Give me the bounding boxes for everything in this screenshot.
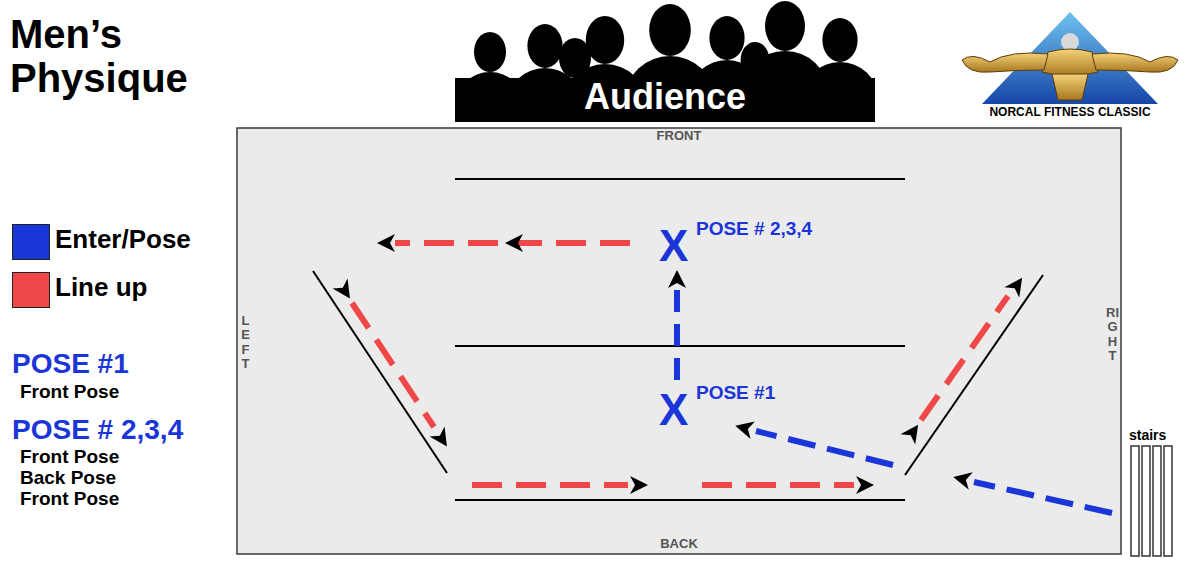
pose-heading: POSE # 2,3,4 — [12, 416, 183, 444]
pose-mark: X — [659, 224, 688, 268]
diagram-title: Men’s Physique — [10, 12, 240, 100]
stage-side-label: FRONT — [657, 129, 702, 144]
logo — [962, 12, 1178, 104]
pose-item: Front Pose — [20, 381, 119, 403]
lineup-path — [352, 243, 1008, 485]
stage-area: FRONT LEFT RIGHT BACK — [236, 127, 1122, 555]
stage-side-label: LEFT — [239, 314, 252, 371]
legend-text: Line up — [55, 273, 147, 303]
pose-heading: POSE #1 — [12, 350, 129, 378]
pose-item: Back Pose — [20, 467, 116, 489]
stage-lines — [313, 179, 1043, 500]
pose-mark: X — [659, 388, 688, 432]
legend-swatch — [12, 272, 50, 308]
logo-text: NORCAL FITNESS CLASSIC — [989, 106, 1150, 120]
stage-side-label: RIGHT — [1106, 306, 1119, 363]
arrowheads — [333, 234, 1030, 494]
stage-side-label: BACK — [660, 537, 698, 552]
entry-path — [677, 290, 1112, 513]
audience-silhouette: Audience — [455, 0, 875, 122]
pose-item: Front Pose — [20, 446, 119, 468]
legend-text: Enter/Pose — [55, 225, 191, 255]
pose-callout: POSE # 2,3,4 — [696, 218, 812, 240]
stairs-label: stairs — [1129, 427, 1166, 443]
pose-item: Front Pose — [20, 488, 119, 510]
pose-callout: POSE #1 — [696, 382, 775, 404]
stairs-symbol — [1131, 446, 1172, 556]
stage-floor — [237, 128, 1121, 554]
audience-label: Audience — [584, 76, 746, 117]
legend-swatch — [12, 224, 50, 260]
